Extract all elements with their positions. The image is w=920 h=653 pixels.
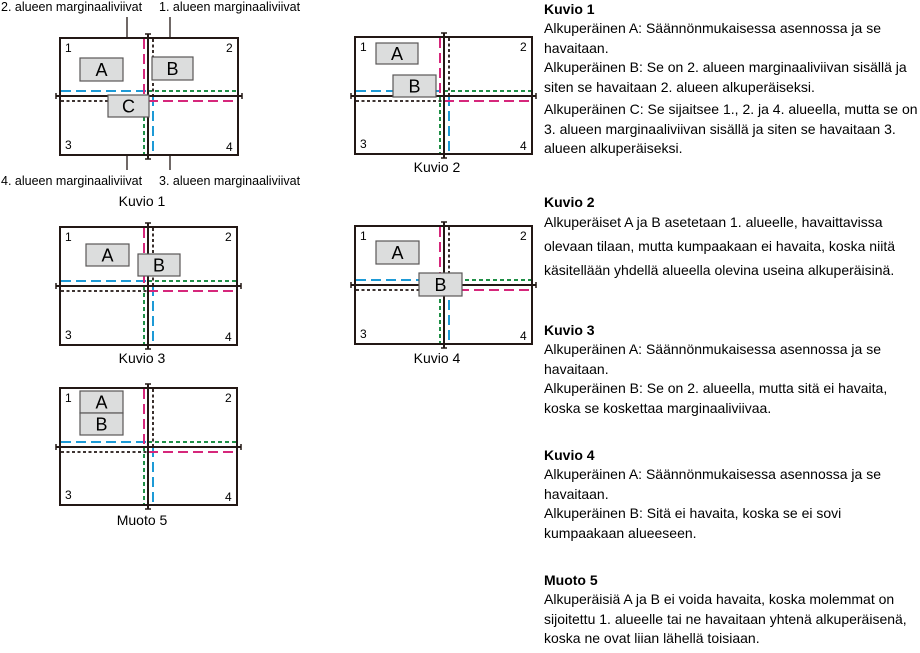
description-paragraph: Alkuperäinen B: Se on 2. alueella, mutta… (544, 380, 888, 416)
original-label-A: A (95, 60, 107, 80)
description-title: Kuvio 1 (544, 1, 595, 17)
description-title: Kuvio 2 (544, 194, 595, 210)
original-label-C: C (122, 97, 135, 117)
original-label-A: A (101, 246, 113, 266)
divider-end-tick (145, 33, 151, 160)
description-kuvio-3: Kuvio 3 Alkuperäinen A: Säännönmukaisess… (544, 321, 920, 418)
callout-area1-margin: 1. alueen marginaaliviivat (159, 0, 301, 14)
description-paragraph: Alkuperäinen C: Se sijaitsee 1., 2. ja 4… (544, 101, 918, 156)
original-label-A: A (95, 393, 107, 413)
description-kuvio-4: Kuvio 4 Alkuperäinen A: Säännönmukaisess… (544, 446, 920, 543)
original-label-B: B (434, 275, 446, 295)
description-paragraph: Alkuperäinen A: Säännönmukaisessa asenno… (544, 466, 881, 502)
area-number-4: 4 (225, 490, 232, 504)
divider-end-tick (350, 93, 537, 99)
area-number-4: 4 (520, 139, 527, 153)
area-number-2: 2 (520, 229, 527, 243)
figure-caption-1: Kuvio 1 (119, 193, 166, 209)
description-paragraph: Alkuperäisiä A ja B ei voida havaita, ko… (544, 591, 907, 646)
area-number-4: 4 (520, 329, 527, 343)
original-box-B (418, 272, 463, 297)
divider-end-tick (145, 222, 151, 350)
original-label-B: B (408, 77, 420, 97)
description-muoto-5: Muoto 5 Alkuperäisiä A ja B ei voida hav… (544, 571, 920, 649)
divider-end-tick (350, 282, 537, 288)
figure-5: 1 2 3 4 AB (55, 383, 242, 510)
divider-end-tick (145, 383, 151, 510)
description-paragraph: Alkuperäinen B: Sitä ei havaita, koska s… (544, 505, 842, 541)
original-box-B (392, 74, 437, 98)
original-box-C (107, 94, 150, 118)
callout-area4-margin: 4. alueen marginaaliviivat (1, 174, 143, 188)
area-number-2: 2 (225, 391, 232, 405)
divider-end-tick (441, 32, 447, 159)
figure-4: 1 2 3 4 A B (350, 221, 537, 349)
original-box-A (375, 240, 420, 265)
figure-caption-5: Muoto 5 (117, 512, 168, 528)
description-kuvio-2: Kuvio 2 Alkuperäiset A ja B asetetaan 1.… (544, 193, 920, 282)
figure-caption-2: Kuvio 2 (414, 159, 461, 175)
figure-1: 1 2 3 4 A B C (55, 33, 243, 160)
original-box-B (151, 56, 194, 81)
callout-area2-margin: 2. alueen marginaaliviivat (1, 0, 143, 14)
original-label-B: B (95, 415, 107, 435)
area-number-1: 1 (360, 229, 367, 243)
area-number-3: 3 (65, 488, 72, 502)
diagram-panel: 2. alueen marginaaliviivat 1. alueen mar… (1, 0, 537, 528)
description-title: Muoto 5 (544, 572, 598, 588)
original-label-B: B (166, 59, 178, 79)
figure-caption-3: Kuvio 3 (119, 350, 166, 366)
original-box-B (79, 412, 124, 436)
figure-caption-4: Kuvio 4 (414, 350, 461, 366)
original-box-A (79, 57, 124, 82)
original-label-B: B (153, 256, 165, 276)
description-kuvio-1: Kuvio 1 Alkuperäinen A: Säännönmukaisess… (544, 0, 920, 159)
area-number-4: 4 (225, 330, 232, 344)
divider-end-tick (441, 221, 447, 349)
area-number-1: 1 (65, 230, 72, 244)
description-paragraph: Alkuperäinen A: Säännönmukaisessa asenno… (544, 20, 881, 56)
divider-end-tick (55, 444, 242, 450)
area-number-3: 3 (65, 138, 72, 152)
figure-2: 1 2 3 4 AB (350, 32, 537, 159)
area-number-4: 4 (226, 140, 233, 154)
divider-end-tick (55, 283, 242, 289)
area-number-1: 1 (65, 41, 72, 55)
divider-end-tick (55, 93, 243, 99)
description-paragraph: Alkuperäiset A ja B asetetaan 1. alueell… (544, 214, 895, 278)
area-number-3: 3 (360, 137, 367, 151)
original-box-A (85, 243, 130, 267)
description-title: Kuvio 4 (544, 447, 595, 463)
original-label-A: A (391, 44, 403, 64)
original-label-A: A (391, 243, 403, 263)
area-number-1: 1 (65, 391, 72, 405)
original-box-A (375, 42, 419, 65)
area-number-2: 2 (225, 230, 232, 244)
original-box-B (137, 253, 181, 277)
figure-3: 1 2 3 4 A B (55, 222, 242, 350)
area-number-2: 2 (520, 40, 527, 54)
description-title: Kuvio 3 (544, 322, 595, 338)
description-paragraph: Alkuperäinen B: Se on 2. alueen marginaa… (544, 59, 907, 95)
area-number-3: 3 (65, 328, 72, 342)
area-number-1: 1 (360, 40, 367, 54)
area-number-2: 2 (226, 41, 233, 55)
callout-area3-margin: 3. alueen marginaaliviivat (159, 174, 301, 188)
area-number-3: 3 (360, 327, 367, 341)
description-paragraph: Alkuperäinen A: Säännönmukaisessa asenno… (544, 341, 881, 377)
